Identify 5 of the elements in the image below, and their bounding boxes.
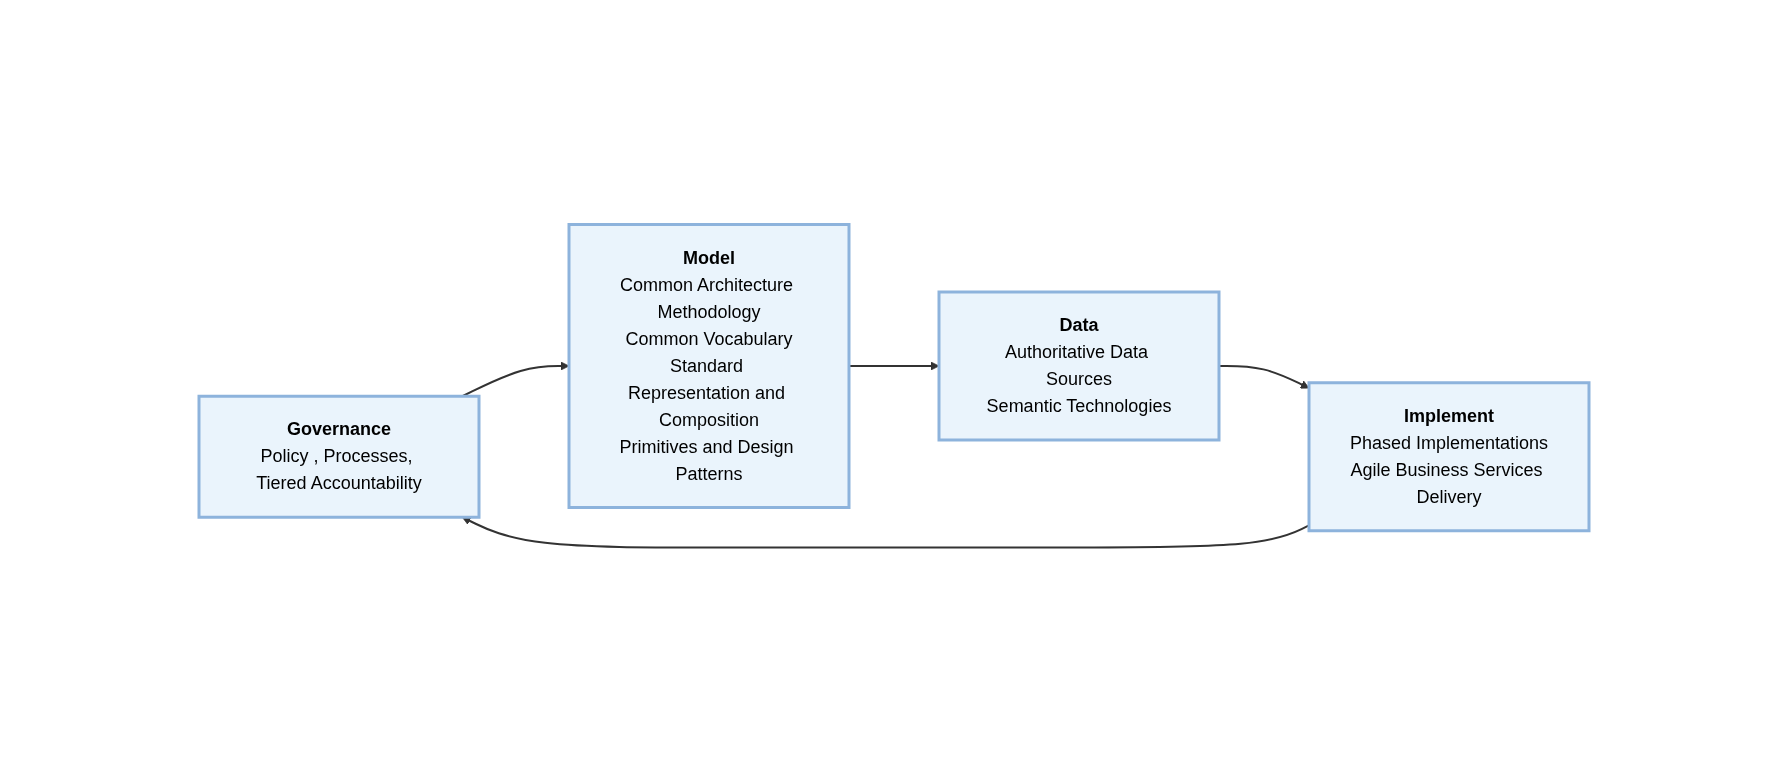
arrow <box>461 516 1310 548</box>
node-box: Data Authoritative Data Sources Semantic Technologies <box>937 290 1220 441</box>
node-box: Governance Policy , Processes, Tiered Accountability <box>197 394 480 519</box>
node-box: Model Common Architecture Methodology Common Vocabulary Standard Representation and Composition Primitives and Design Patterns <box>567 222 850 509</box>
node-box: Implement Phased Implementations Agile Business Services Delivery <box>1307 380 1590 532</box>
